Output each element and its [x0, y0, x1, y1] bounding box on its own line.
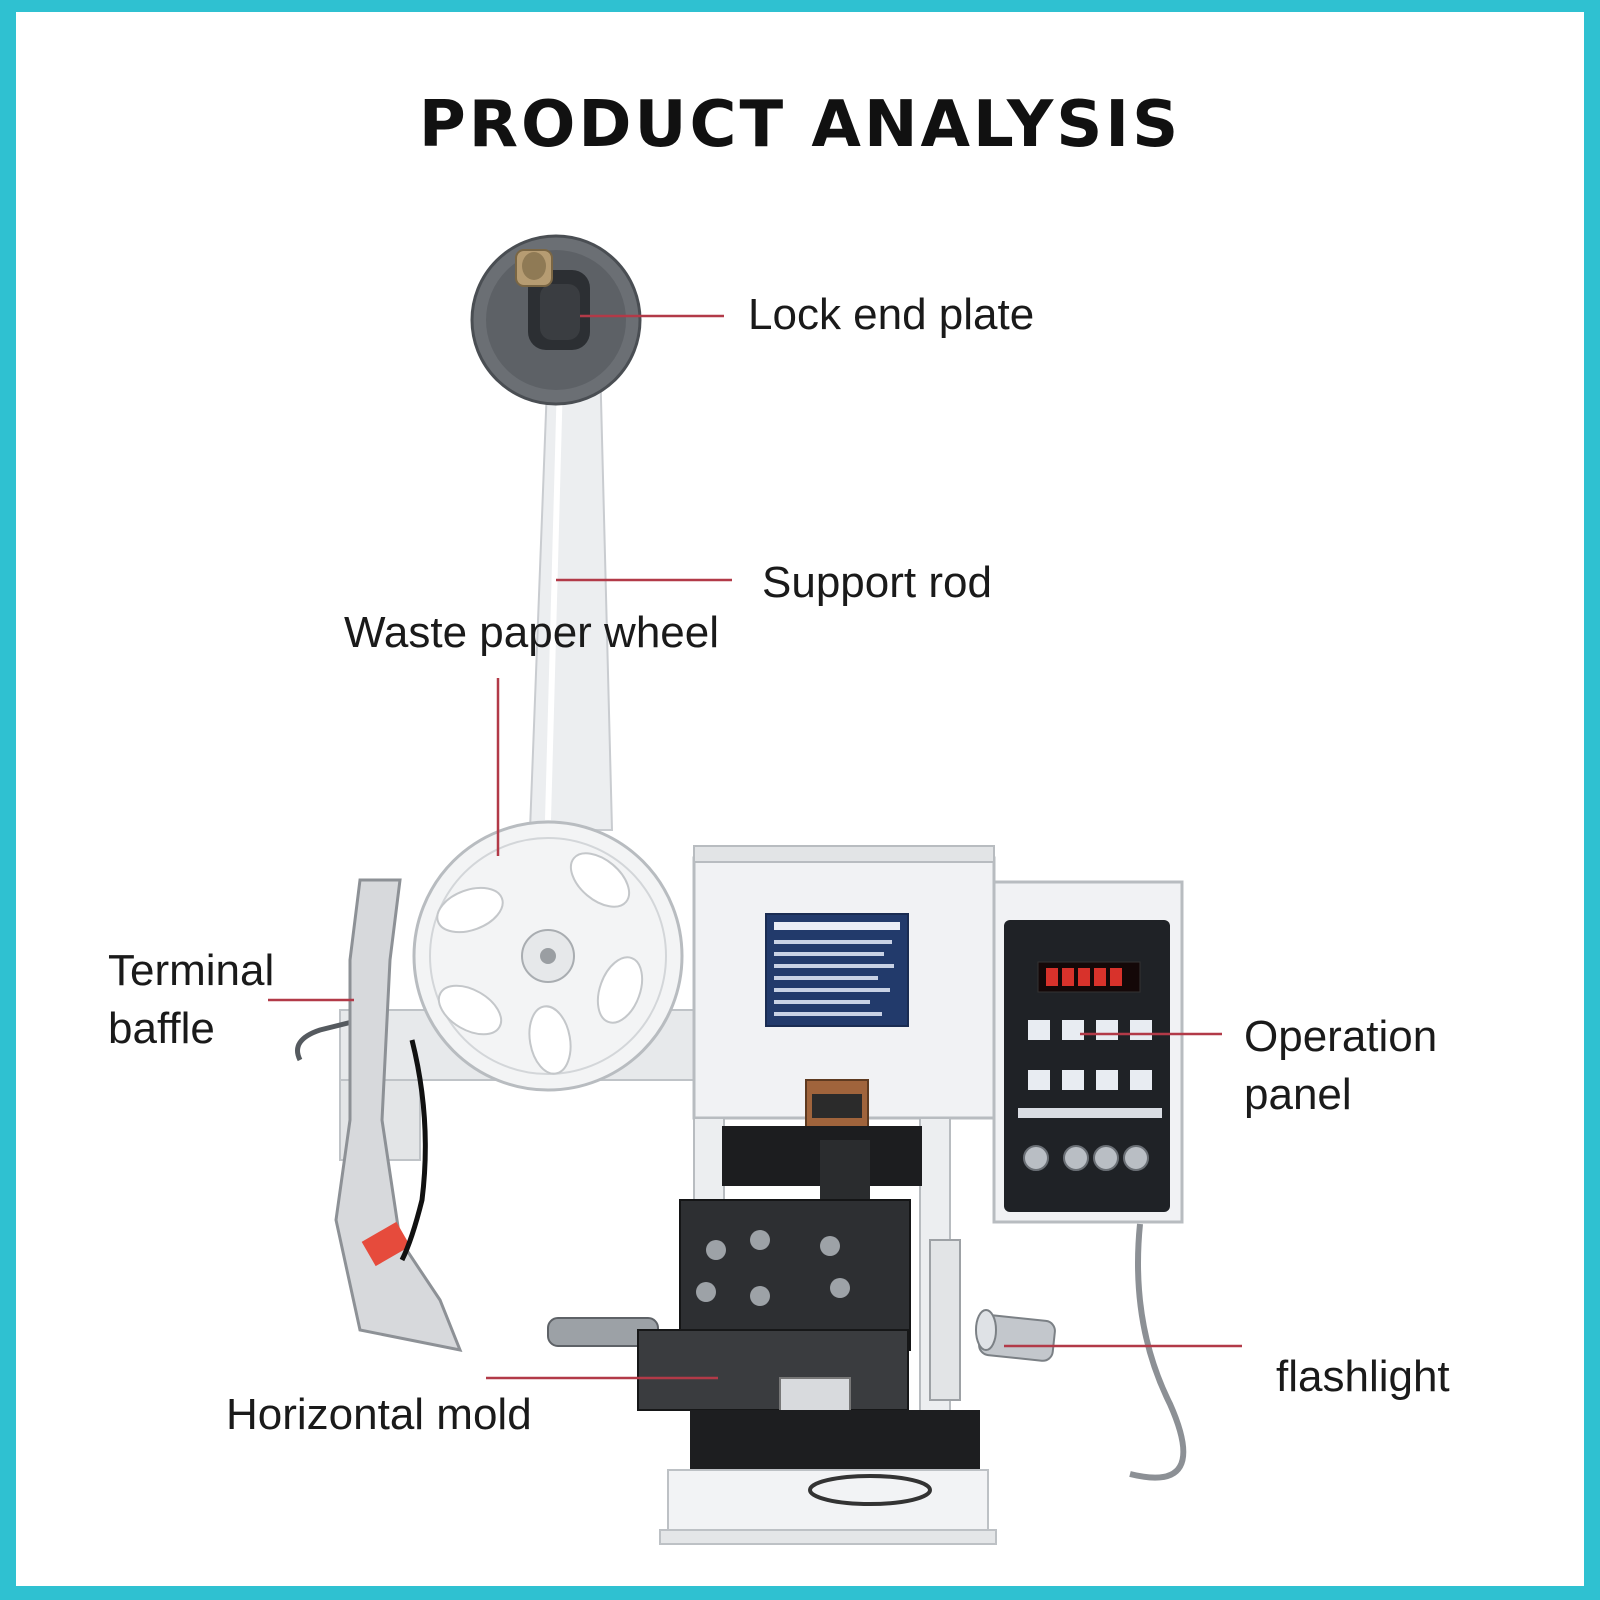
label-terminal-baffle-line1: Terminal	[108, 946, 275, 995]
label-terminal-baffle: Terminal baffle	[108, 942, 274, 1058]
label-operation-panel-line1: Operation	[1244, 1012, 1438, 1061]
leader-lines	[268, 314, 1242, 1380]
main-housing	[692, 845, 996, 1449]
machine-base	[659, 1469, 997, 1545]
lock-end-plate	[470, 234, 642, 406]
label-operation-panel: Operation panel	[1244, 1008, 1437, 1124]
label-flashlight: flashlight	[1276, 1352, 1450, 1401]
label-horizontal-mold: Horizontal mold	[226, 1390, 532, 1439]
label-support-rod: Support rod	[762, 558, 992, 607]
support-rod	[528, 359, 614, 831]
operation-panel	[992, 880, 1184, 1224]
flashlight	[975, 1223, 1187, 1481]
label-terminal-baffle-line2: baffle	[108, 1004, 215, 1053]
label-waste-paper-wheel: Waste paper wheel	[344, 608, 720, 657]
label-operation-panel-line2: panel	[1244, 1070, 1352, 1119]
crimp-head-and-mold	[547, 1126, 980, 1470]
label-lock-end-plate: Lock end plate	[748, 290, 1035, 339]
terminal-baffle	[334, 878, 463, 1353]
waste-paper-wheel	[412, 820, 684, 1092]
page-title: PRODUCT ANALYSIS	[418, 88, 1182, 162]
